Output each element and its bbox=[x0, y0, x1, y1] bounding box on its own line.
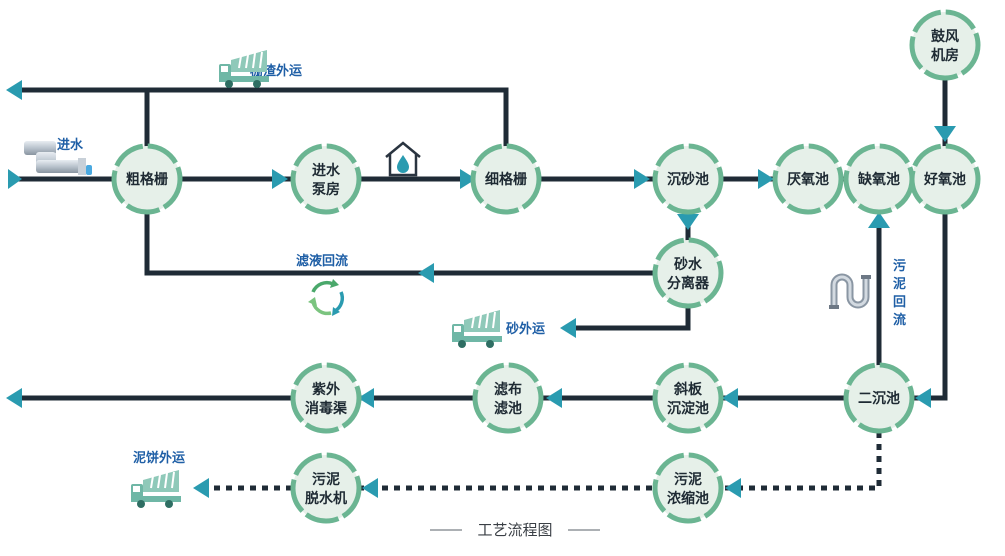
arrow-filtrate bbox=[418, 263, 434, 283]
label-sludge-return-1: 污 bbox=[893, 258, 906, 274]
node-sludge-thickener[interactable]: 污泥 浓缩池 bbox=[652, 452, 724, 524]
node-coarse-screen-label: 粗格栅 bbox=[126, 171, 168, 188]
dump-truck-icon bbox=[452, 310, 502, 348]
node-sludge-dewatering-label-2: 脱水机 bbox=[305, 490, 347, 507]
label-sludge-return-2: 泥 bbox=[893, 277, 906, 292]
node-fine-screen[interactable]: 细格栅 bbox=[470, 143, 542, 215]
water-drop-house-icon bbox=[385, 141, 421, 177]
arrow-to-secondary bbox=[915, 388, 931, 408]
sludge-dotted-lines bbox=[205, 420, 882, 491]
arrow-to-uv bbox=[358, 388, 374, 408]
arrow-inflow-start bbox=[8, 169, 22, 189]
arrow-to-dewater bbox=[362, 478, 378, 498]
caption: 工艺流程图 bbox=[430, 521, 600, 539]
label-sludge-cake-out: 泥饼外运 bbox=[133, 450, 185, 466]
node-coarse-screen[interactable]: 粗格栅 bbox=[111, 143, 183, 215]
arrow-effluent-out bbox=[6, 388, 22, 408]
arrow-top-out bbox=[6, 80, 22, 100]
node-uv-channel-label-1: 紫外 bbox=[312, 381, 340, 398]
arrow-cake-out bbox=[193, 478, 209, 498]
node-sand-separator-label-1: 砂水 bbox=[673, 256, 703, 273]
node-uv-channel[interactable]: 紫外 消毒渠 bbox=[290, 362, 362, 434]
node-secondary-clarifier[interactable]: 二沉池 bbox=[843, 362, 915, 434]
arrow-sludge-up bbox=[868, 212, 890, 228]
node-blower[interactable]: 鼓风 机房 bbox=[909, 9, 981, 81]
label-sludge-return-4: 流 bbox=[893, 312, 906, 328]
node-secondary-clarifier-label: 二沉池 bbox=[858, 390, 900, 407]
arrow-to-anaerobic bbox=[758, 169, 774, 189]
line-sludge-dotted-down bbox=[688, 420, 882, 491]
node-grit-chamber-label: 沉砂池 bbox=[667, 171, 709, 188]
node-sludge-thickener-label-1: 污泥 bbox=[674, 471, 702, 488]
node-inclined-plate-label-1: 斜板 bbox=[673, 381, 703, 398]
node-sludge-dewatering[interactable]: 污泥 脱水机 bbox=[290, 452, 362, 524]
node-uv-channel-label-2: 消毒渠 bbox=[305, 400, 348, 417]
node-anoxic-label: 缺氧池 bbox=[858, 171, 900, 188]
label-sand-out: 砂外运 bbox=[505, 321, 545, 337]
node-sludge-thickener-label-2: 浓缩池 bbox=[667, 490, 709, 507]
node-anaerobic[interactable]: 厌氧池 bbox=[772, 143, 844, 215]
node-inlet-pump-label-1: 进水 bbox=[312, 162, 341, 179]
dump-truck-icon bbox=[131, 470, 181, 508]
node-cloth-filter-label-2: 滤池 bbox=[494, 400, 522, 417]
flow-lines bbox=[14, 45, 948, 401]
node-fine-screen-label: 细格栅 bbox=[485, 171, 527, 188]
line-filtrate-return bbox=[144, 179, 688, 276]
node-aerobic[interactable]: 好氧池 bbox=[909, 143, 981, 215]
node-cloth-filter-label-1: 滤布 bbox=[494, 381, 522, 398]
arrow-to-thickener bbox=[725, 478, 741, 498]
arrow-to-inclined bbox=[722, 388, 738, 408]
arrow-to-grit bbox=[634, 169, 650, 189]
arrows bbox=[6, 80, 956, 498]
node-sludge-dewatering-label-1: 污泥 bbox=[312, 471, 340, 488]
arrow-to-fine bbox=[460, 169, 476, 189]
node-inclined-plate-label-2: 沉淀池 bbox=[667, 400, 709, 417]
node-inclined-plate[interactable]: 斜板 沉淀池 bbox=[652, 362, 724, 434]
label-sludge-return-3: 回 bbox=[893, 295, 906, 310]
node-grit-chamber[interactable]: 沉砂池 bbox=[652, 143, 724, 215]
label-sludge-return: 污 泥 回 流 bbox=[893, 258, 906, 328]
arrow-to-pump bbox=[272, 169, 288, 189]
dump-truck-icon bbox=[219, 50, 269, 88]
node-aerobic-label: 好氧池 bbox=[923, 171, 966, 188]
arrow-grit-down bbox=[677, 214, 699, 230]
nodes: 粗格栅 进水 泵房 细格栅 沉砂池 厌氧池 缺氧池 bbox=[111, 9, 981, 524]
inlet-pipe-icon bbox=[24, 141, 92, 175]
node-sand-separator-label-2: 分离器 bbox=[667, 275, 710, 292]
node-sand-separator[interactable]: 砂水 分离器 bbox=[652, 237, 724, 309]
arrow-to-cloth bbox=[546, 388, 562, 408]
node-inlet-pump-label-2: 泵房 bbox=[312, 181, 340, 198]
node-inlet-pump[interactable]: 进水 泵房 bbox=[290, 143, 362, 215]
node-anaerobic-label: 厌氧池 bbox=[787, 171, 829, 188]
recycle-icon bbox=[308, 279, 345, 316]
arrow-blower-down bbox=[934, 126, 956, 142]
siphon-pipe-icon bbox=[829, 273, 871, 309]
node-blower-label-2: 机房 bbox=[931, 47, 959, 64]
node-anoxic[interactable]: 缺氧池 bbox=[843, 143, 915, 215]
node-cloth-filter[interactable]: 滤布 滤池 bbox=[472, 362, 544, 434]
node-blower-label-1: 鼓风 bbox=[931, 28, 959, 45]
caption-text: 工艺流程图 bbox=[477, 521, 552, 539]
label-filtrate-return: 滤液回流 bbox=[296, 253, 348, 269]
label-inflow: 进水 bbox=[57, 137, 84, 153]
arrow-sand bbox=[560, 318, 576, 338]
